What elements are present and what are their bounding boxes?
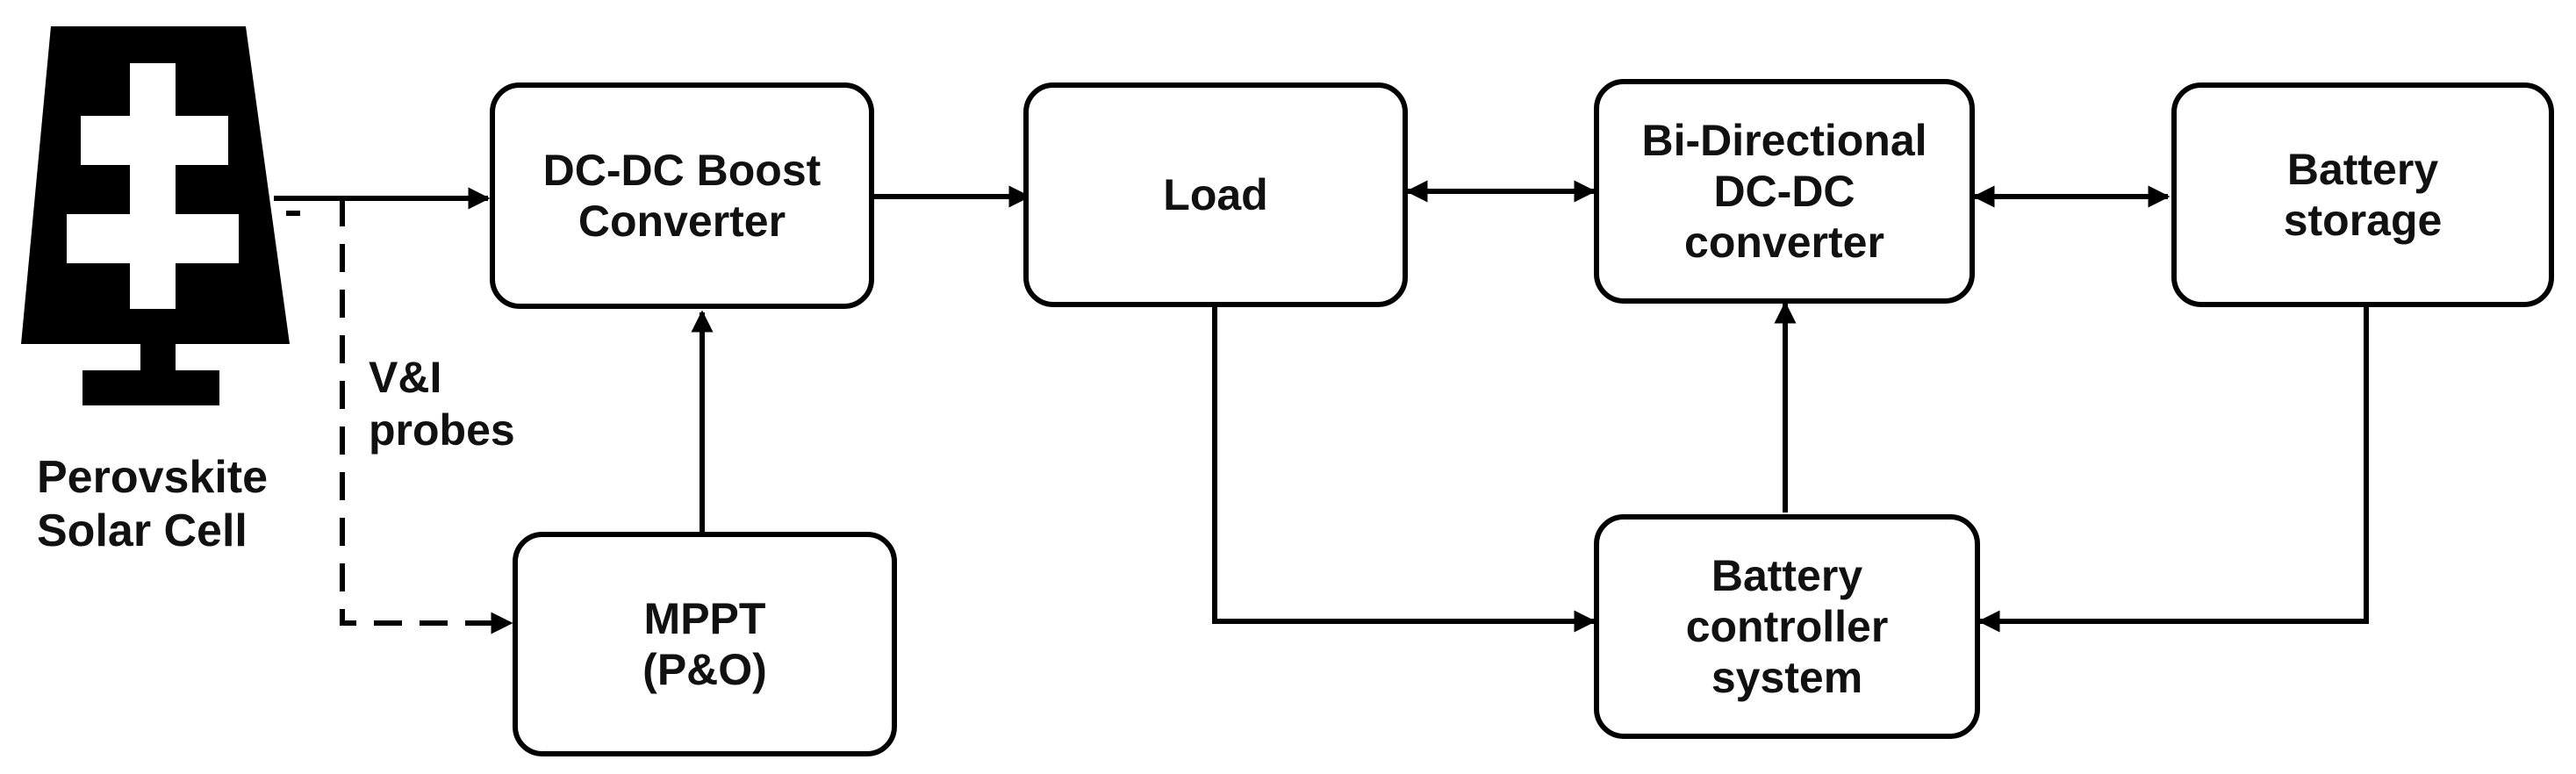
dashed-probe-line bbox=[340, 198, 513, 634]
battery-controller-label: Battery controller system bbox=[1685, 551, 1889, 702]
solar-panel-icon bbox=[21, 26, 300, 405]
arrow-load-to-controller bbox=[1212, 307, 1597, 633]
connectors bbox=[274, 180, 2369, 634]
bidirectional-converter-label: Bi-Directional DC-DC converter bbox=[1641, 116, 1927, 267]
probe-label: V&I probes bbox=[369, 353, 515, 455]
battery-storage-label: Battery storage bbox=[2283, 145, 2443, 245]
battery-storage-block: Battery storage bbox=[2171, 82, 2554, 307]
solar-cell-label: Perovskite Solar Cell bbox=[37, 452, 269, 557]
load-label: Load bbox=[1163, 170, 1268, 219]
battery-controller-block: Battery controller system bbox=[1594, 514, 1980, 739]
boost-converter-label: DC-DC Boost Converter bbox=[542, 146, 822, 246]
bidirectional-converter-block: Bi-Directional DC-DC converter bbox=[1594, 79, 1975, 304]
mppt-label: MPPT (P&O) bbox=[642, 594, 767, 694]
mppt-block: MPPT (P&O) bbox=[513, 532, 897, 756]
dc-dc-boost-converter-block: DC-DC Boost Converter bbox=[490, 82, 874, 309]
arrow-storage-to-controller bbox=[1977, 307, 2369, 633]
load-block: Load bbox=[1023, 82, 1408, 307]
